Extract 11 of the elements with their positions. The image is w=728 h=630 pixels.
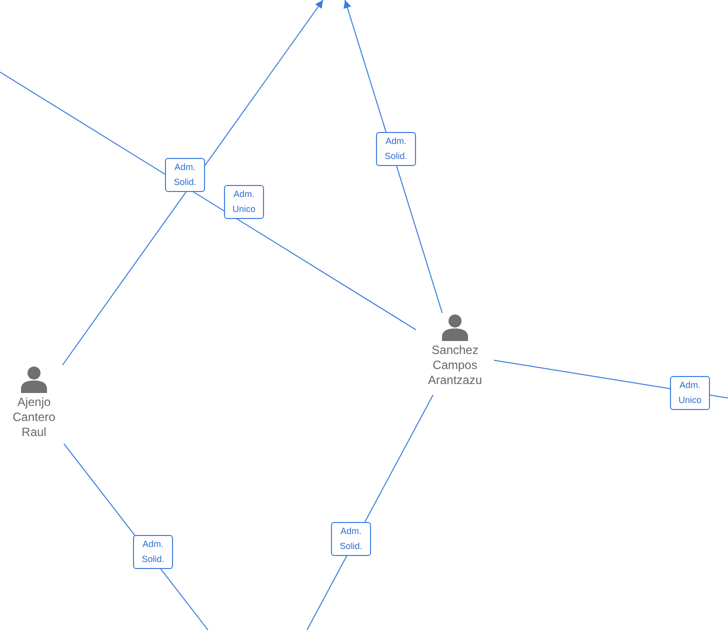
connector-line (0, 72, 416, 330)
edge-label: Adm. Unico (224, 185, 264, 219)
edge-label: Adm. Solid. (376, 132, 416, 166)
edge-label: Adm. Unico (670, 376, 710, 410)
arrow (62, 0, 324, 366)
person-name: Sanchez Campos Arantzazu (426, 343, 484, 388)
edge-label: Adm. Solid. (133, 535, 173, 569)
edge-label: Adm. Solid. (331, 522, 371, 556)
edge-label: Adm. Solid. (165, 158, 205, 192)
person-name: Ajenjo Cantero Raul (12, 395, 56, 440)
arrow (344, 0, 443, 314)
